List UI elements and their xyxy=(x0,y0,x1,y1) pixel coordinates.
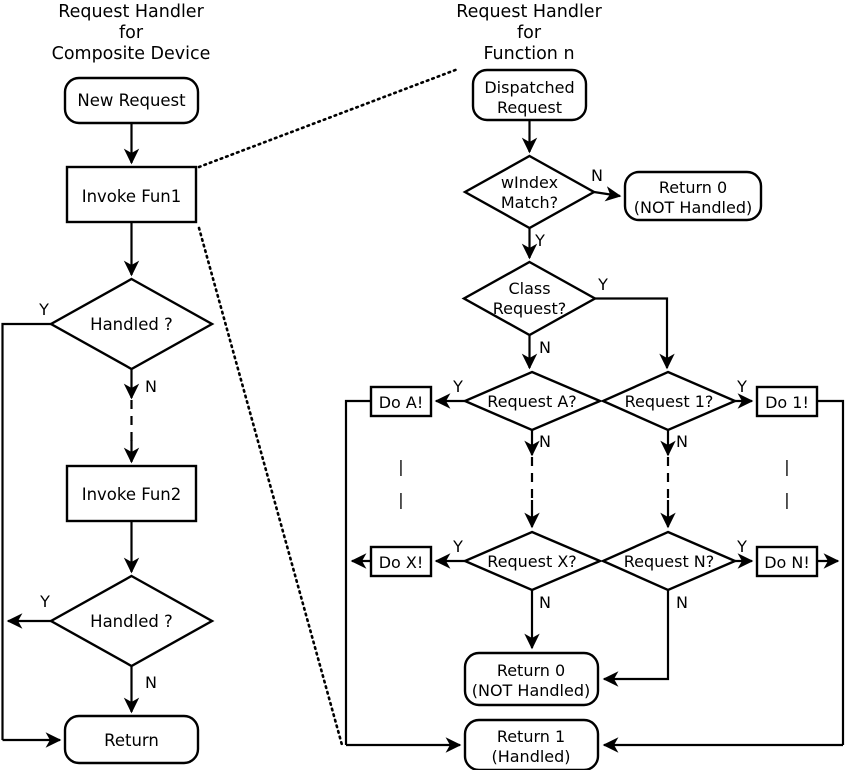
handled-1-yes-label: Y xyxy=(38,300,49,319)
node-windex-match: wIndex Match? xyxy=(462,154,597,230)
node-invoke-fun2: Invoke Fun2 xyxy=(65,464,198,523)
node-handled-2: Handled ? xyxy=(48,574,215,668)
right-title-line-2: for xyxy=(517,23,542,43)
return1-shape xyxy=(463,718,600,770)
right-title-line-1: Request Handler xyxy=(456,2,602,22)
node-return0-bottom: Return 0 (NOT Handled) xyxy=(463,651,600,707)
left-title: Request Handler for Composite Device xyxy=(52,2,211,64)
return0-top-shape xyxy=(623,170,763,222)
request-x-no-label: N xyxy=(539,593,551,612)
do-1-label: Do 1! xyxy=(765,393,809,412)
node-return: Return xyxy=(63,714,200,765)
invoke-fun1-label: Invoke Fun1 xyxy=(82,187,182,206)
windex-match-line-1: wIndex xyxy=(501,173,558,192)
return0-top-line-2: (NOT Handled) xyxy=(634,198,752,217)
windex-yes-label: Y xyxy=(534,231,545,250)
node-request-n: Request N? xyxy=(600,530,739,592)
handled-2-label: Handled ? xyxy=(90,612,173,631)
class-request-yes-label: Y xyxy=(597,275,608,294)
request-a-label: Request A? xyxy=(487,392,577,411)
class-request-line-1: Class xyxy=(508,279,550,298)
handled-2-yes-label: Y xyxy=(39,592,50,611)
return0-bottom-line-2: (NOT Handled) xyxy=(472,681,590,700)
ellipsis-left-2: | xyxy=(398,490,403,509)
edge-doa-to-left-rail xyxy=(344,399,371,745)
ellipsis-left-1: | xyxy=(398,457,403,476)
request-1-yes-label: Y xyxy=(736,377,747,396)
node-do-a: Do A! xyxy=(369,385,433,418)
do-x-shape xyxy=(369,545,433,578)
request-x-yes-label: Y xyxy=(452,537,463,556)
node-handled-1: Handled ? xyxy=(48,277,215,371)
node-new-request: New Request xyxy=(63,76,200,125)
return0-bottom-line-1: Return 0 xyxy=(497,661,565,680)
return0-top-line-1: Return 0 xyxy=(659,178,727,197)
windex-match-line-2: Match? xyxy=(501,193,558,212)
new-request-label: New Request xyxy=(77,91,186,110)
request-n-label: Request N? xyxy=(624,552,715,571)
handled-1-label: Handled ? xyxy=(90,315,173,334)
node-invoke-fun1: Invoke Fun1 xyxy=(65,165,198,224)
edge-class-yes-to-request1 xyxy=(595,297,675,370)
class-request-line-2: Request? xyxy=(493,299,566,318)
left-title-line-1: Request Handler xyxy=(58,2,204,22)
return-shape xyxy=(63,714,200,765)
request-1-label: Request 1? xyxy=(625,392,714,411)
node-do-x: Do X! xyxy=(369,545,433,578)
invoke-fun2-label: Invoke Fun2 xyxy=(82,485,182,504)
node-do-n: Do N! xyxy=(755,545,819,578)
node-do-1: Do 1! xyxy=(755,385,819,418)
ellipsis-right-1: | xyxy=(784,457,789,476)
left-title-line-3: Composite Device xyxy=(52,44,211,64)
expansion-line-bottom xyxy=(197,226,344,747)
request-a-yes-label: Y xyxy=(452,377,463,396)
do-a-label: Do A! xyxy=(379,393,424,412)
class-request-no-label: N xyxy=(539,338,551,357)
node-request-a: Request A? xyxy=(461,370,604,432)
node-return0-top: Return 0 (NOT Handled) xyxy=(623,170,763,222)
request-1-no-label: N xyxy=(676,432,688,451)
node-request-x: Request X? xyxy=(461,530,604,592)
edge-do1-to-right-rail xyxy=(817,399,845,745)
invoke-fun1-shape xyxy=(65,165,198,224)
node-return1: Return 1 (Handled) xyxy=(463,718,600,770)
edge-requestn-no-to-return0 xyxy=(602,590,670,687)
request-n-no-label: N xyxy=(676,593,688,612)
return-label: Return xyxy=(104,731,159,750)
right-title-line-3: Function n xyxy=(483,44,574,64)
return1-line-2: (Handled) xyxy=(491,747,570,766)
handled-1-no-label: N xyxy=(145,377,157,396)
ellipsis-right-2: | xyxy=(784,490,789,509)
do-n-label: Do N! xyxy=(764,553,810,572)
dispatched-request-line-2: Request xyxy=(497,98,562,117)
request-n-yes-label: Y xyxy=(736,537,747,556)
expansion-line-top xyxy=(197,67,460,169)
right-title: Request Handler for Function n xyxy=(456,2,602,64)
windex-match-shape xyxy=(462,154,597,230)
windex-no-label: N xyxy=(591,166,603,185)
node-dispatched-request: Dispatched Request xyxy=(471,68,588,122)
handled-2-no-label: N xyxy=(145,673,157,692)
edge-handled1-yes-rail xyxy=(1,322,51,740)
node-request-1: Request 1? xyxy=(600,370,739,432)
request-a-no-label: N xyxy=(539,432,551,451)
left-title-line-2: for xyxy=(119,23,144,43)
return0-bottom-shape xyxy=(463,651,600,707)
node-class-request: Class Request? xyxy=(461,260,598,337)
do-x-label: Do X! xyxy=(379,553,424,572)
dispatched-request-line-1: Dispatched xyxy=(484,78,574,97)
request-x-label: Request X? xyxy=(487,552,577,571)
edge-windex-no-to-return0 xyxy=(593,186,622,202)
invoke-fun2-shape xyxy=(65,464,198,523)
return1-line-1: Return 1 xyxy=(497,727,565,746)
